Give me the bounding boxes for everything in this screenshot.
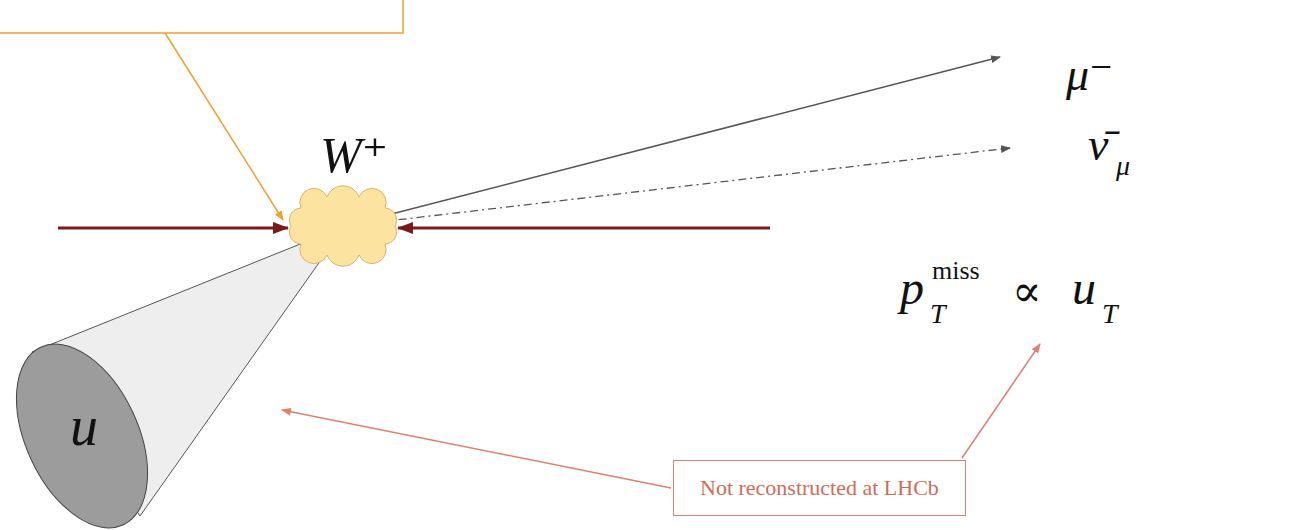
subscript: μ xyxy=(1116,152,1130,180)
leader-line xyxy=(962,344,1040,458)
orange-pointer xyxy=(165,33,283,220)
superscript: miss xyxy=(932,258,980,284)
jet-cone-node: u xyxy=(10,300,280,525)
boson-label: W⁺ xyxy=(320,130,388,180)
subscript: T xyxy=(1102,300,1118,328)
jet-label: u xyxy=(70,398,98,454)
proton-beam xyxy=(58,227,288,230)
neutrino-line xyxy=(345,148,1010,226)
formula-symbol: p xyxy=(900,264,924,312)
formula-operator: ∝ xyxy=(1012,270,1042,314)
neutrino-label: ν̄ xyxy=(1088,122,1108,168)
callout-arrow xyxy=(282,410,671,488)
proton-beam xyxy=(398,227,770,230)
formula-symbol: u xyxy=(1072,264,1096,312)
muon-line xyxy=(345,57,1000,226)
interaction-blob xyxy=(289,186,396,267)
muon-label: μ⁻ xyxy=(1066,52,1113,98)
callout-text: Not reconstructed at LHCb xyxy=(700,475,939,501)
callout-box: Not reconstructed at LHCb xyxy=(673,460,966,516)
subscript: T xyxy=(930,300,946,328)
cutoff-box xyxy=(0,0,403,33)
jet-cone-base xyxy=(0,324,174,530)
